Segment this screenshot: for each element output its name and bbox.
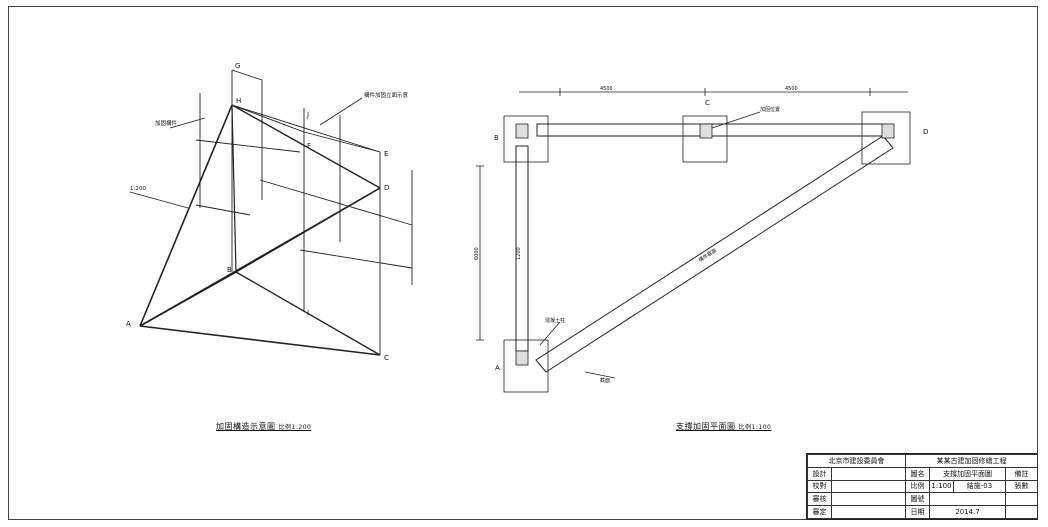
column-pad	[861, 111, 911, 165]
title-block-scale: 1:100	[929, 479, 954, 494]
title-block-date: 2014.7	[929, 505, 1006, 519]
title-block-empty	[1005, 492, 1038, 507]
title-block-role: 審定	[807, 505, 832, 519]
title-block-signature	[831, 479, 906, 494]
left-caption-scale: 比例1:200	[278, 424, 312, 431]
title-block-project: 某某古建加固修繕工程	[905, 454, 1038, 468]
left-caption-title: 加固構造示意圖	[216, 422, 276, 431]
title-block-empty	[929, 492, 1006, 507]
title-block-label: 比例	[905, 479, 930, 494]
right-view-caption: 支撐加固平面圖 比例1:100	[676, 421, 771, 432]
node-label: B	[494, 134, 499, 142]
title-block-empty	[1005, 505, 1038, 519]
title-block-label: 日期	[905, 505, 930, 519]
point-label: D	[384, 184, 389, 192]
title-block: 北京市建設委員會 某某古建加固修繕工程 設計 圖名 支撐加固平面圖 備註 校對 …	[806, 453, 1038, 520]
left-view-caption: 加固構造示意圖 比例1:200	[216, 421, 311, 432]
point-label: C	[384, 354, 389, 362]
dimension-label: 4500	[785, 86, 798, 92]
right-caption-title: 支撐加固平面圖	[676, 422, 736, 431]
column-pad	[682, 115, 728, 163]
title-block-drawing-name: 支撐加固平面圖	[929, 466, 1006, 481]
left-callout: 1:200	[130, 186, 146, 192]
title-block-label: 圖名	[905, 466, 930, 481]
node-label: A	[495, 364, 500, 372]
title-block-signature	[831, 492, 906, 507]
column-pad	[503, 339, 549, 393]
title-block-org: 北京市建設委員會	[807, 454, 906, 468]
point-label: E	[384, 150, 388, 158]
title-block-signature	[831, 505, 906, 519]
point-label: F	[307, 142, 311, 150]
title-block-role: 審核	[807, 492, 832, 507]
point-label: G	[235, 62, 240, 70]
dimension-label: 4500	[600, 86, 613, 92]
plan-callout: 混凝土柱	[545, 317, 565, 324]
dimension-label: 6000	[474, 247, 480, 260]
right-caption-scale: 比例1:100	[738, 424, 772, 431]
point-label: B	[227, 266, 232, 274]
title-block-drawing-no: 結施-03	[953, 479, 1006, 494]
plan-callout: 加固位置	[760, 106, 780, 113]
title-block-label: 備註	[1005, 466, 1038, 481]
point-label: A	[126, 320, 131, 328]
node-label: D	[923, 128, 928, 136]
point-label: J	[306, 111, 309, 119]
title-block-role: 設計	[807, 466, 832, 481]
column-pad	[503, 115, 549, 163]
point-label: I	[307, 309, 309, 317]
title-block-label: 圖號	[905, 492, 930, 507]
title-block-signature	[831, 466, 906, 481]
left-callout: 構件加固立面示意	[364, 91, 409, 99]
left-point-labels: A B C D E F G H I J	[126, 62, 389, 362]
left-callout: 加固構件	[155, 119, 178, 127]
drawing-frame	[8, 6, 1038, 520]
title-block-role: 校對	[807, 479, 832, 494]
title-block-label: 張數	[1005, 479, 1038, 494]
point-label: H	[236, 97, 241, 105]
plan-callout: 截面	[600, 377, 610, 384]
dimension-label: 1200	[516, 247, 522, 260]
node-label: C	[705, 99, 710, 107]
